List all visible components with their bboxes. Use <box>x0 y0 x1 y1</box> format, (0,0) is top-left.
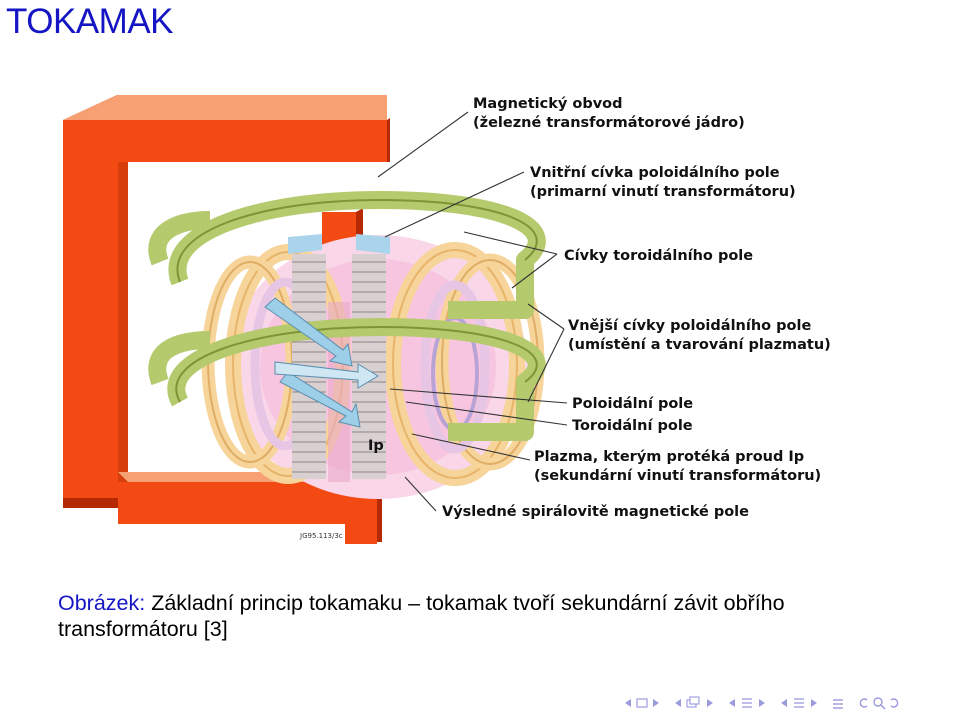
label-inner-poloidal-coil: Vnitřní cívka poloidálního pole <box>530 165 780 181</box>
section-icon[interactable] <box>740 696 754 710</box>
beamer-navigation <box>623 693 901 713</box>
image-stamp: JG95.113/3c <box>299 532 343 540</box>
label-toroidal-coils: Cívky toroidálního pole <box>564 248 753 264</box>
frame-next-icon[interactable] <box>651 697 661 709</box>
caption-text: Základní princip tokamaku – tokamak tvoř… <box>58 591 785 641</box>
tokamak-diagram: Ip Magnetický obvod (železné transformát… <box>60 82 880 552</box>
frame-icon[interactable] <box>636 697 648 709</box>
section-next-icon[interactable] <box>757 697 767 709</box>
label-plasma: Plazma, kterým protéká proud Ip <box>534 449 804 465</box>
search-forward-icon[interactable] <box>889 696 901 710</box>
label-helical-field: Výsledné spirálovitě magnetické pole <box>442 504 749 520</box>
label-outer-poloidal-coils-sub: (umístění a tvarování plazmatu) <box>568 337 831 353</box>
caption-label: Obrázek: <box>58 591 145 615</box>
subsubsection-icon[interactable] <box>792 696 806 710</box>
subsubsection-next-icon[interactable] <box>809 697 819 709</box>
subsection-icon[interactable] <box>686 696 702 710</box>
frame-prev-icon[interactable] <box>623 697 633 709</box>
subsection-prev-icon[interactable] <box>673 697 683 709</box>
label-magnetic-circuit: Magnetický obvod <box>473 96 623 112</box>
frame-title: TOKAMAK <box>6 2 173 42</box>
label-inner-poloidal-coil-sub: (primarní vinutí transformátoru) <box>530 184 796 200</box>
subsubsection-prev-icon[interactable] <box>779 697 789 709</box>
subsection-next-icon[interactable] <box>705 697 715 709</box>
label-poloidal-field: Poloidální pole <box>572 396 693 412</box>
ip-label: Ip <box>368 438 384 454</box>
label-magnetic-circuit-sub: (železné transformátorové jádro) <box>473 115 745 131</box>
figure-caption: Obrázek: Základní princip tokamaku – tok… <box>58 590 908 642</box>
label-toroidal-field: Toroidální pole <box>572 418 693 434</box>
label-outer-poloidal-coils: Vnější cívky poloidálního pole <box>568 318 811 334</box>
search-back-icon[interactable] <box>857 696 869 710</box>
label-plasma-sub: (sekundární vinutí transformátoru) <box>534 468 821 484</box>
section-prev-icon[interactable] <box>727 697 737 709</box>
search-icon[interactable] <box>872 696 886 710</box>
align-icon[interactable] <box>831 696 845 710</box>
